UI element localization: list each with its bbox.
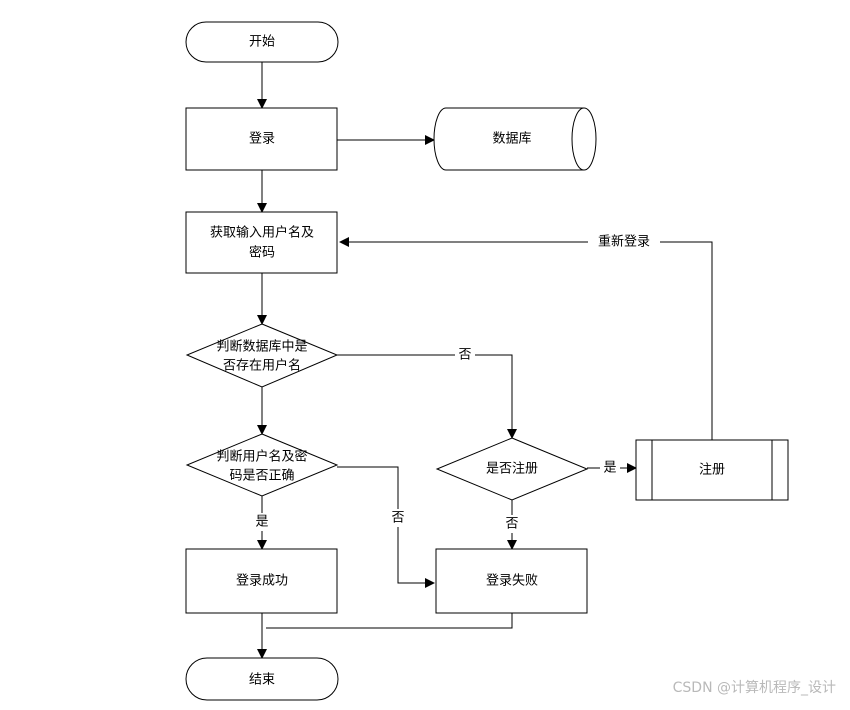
start-terminal [185, 21, 339, 63]
check-password-label-line2: 码是否正确 [229, 469, 294, 484]
edge-checkuser-registerq [337, 354, 517, 439]
get-input-box [185, 211, 338, 274]
pwd-yes-label: 是 [255, 515, 268, 530]
edge-checkpwd-fail [337, 466, 435, 588]
reg-no-label-bg [502, 515, 522, 533]
edge-fail-end [266, 613, 513, 629]
start-label: 开始 [249, 35, 275, 50]
relogin-label: 重新登录 [598, 234, 650, 250]
check-password-label-line1: 判断用户名及密 [216, 449, 307, 465]
register-label: 注册 [699, 463, 725, 478]
reg-no-label: 否 [505, 517, 518, 532]
fail-box [435, 548, 588, 614]
pwd-yes-label-bg [252, 513, 272, 531]
relogin-label-bg [588, 233, 660, 251]
fail-label: 登录失败 [486, 574, 538, 589]
pwd-no-label-bg [388, 509, 408, 527]
register-question-diamond [435, 437, 589, 501]
success-label: 登录成功 [236, 574, 288, 589]
success-box [185, 548, 338, 614]
reg-yes-label-bg [600, 459, 620, 477]
edge-register-input [339, 237, 713, 440]
get-input-label-line2: 密码 [249, 245, 275, 261]
user-no-label-bg [455, 346, 475, 364]
database-label: 数据库 [492, 131, 531, 147]
reg-yes-label: 是 [603, 461, 616, 476]
check-user-diamond [185, 323, 339, 388]
login-box [185, 107, 338, 171]
watermark-text: CSDN @计算机程序_设计 [673, 680, 836, 696]
user-no-label: 否 [458, 348, 471, 363]
login-label: 登录 [249, 132, 275, 147]
check-password-diamond [185, 433, 339, 497]
get-input-label-line1: 获取输入用户名及 [210, 225, 314, 241]
register-question-label: 是否注册 [486, 462, 538, 477]
register-box [635, 439, 789, 501]
end-terminal [185, 657, 339, 701]
check-user-label-line2: 否存在用户名 [223, 358, 301, 374]
check-user-label-line1: 判断数据库中是 [216, 339, 307, 355]
end-label: 结束 [249, 673, 275, 688]
database-cylinder-rim [571, 107, 585, 171]
pwd-no-label: 否 [391, 511, 404, 526]
